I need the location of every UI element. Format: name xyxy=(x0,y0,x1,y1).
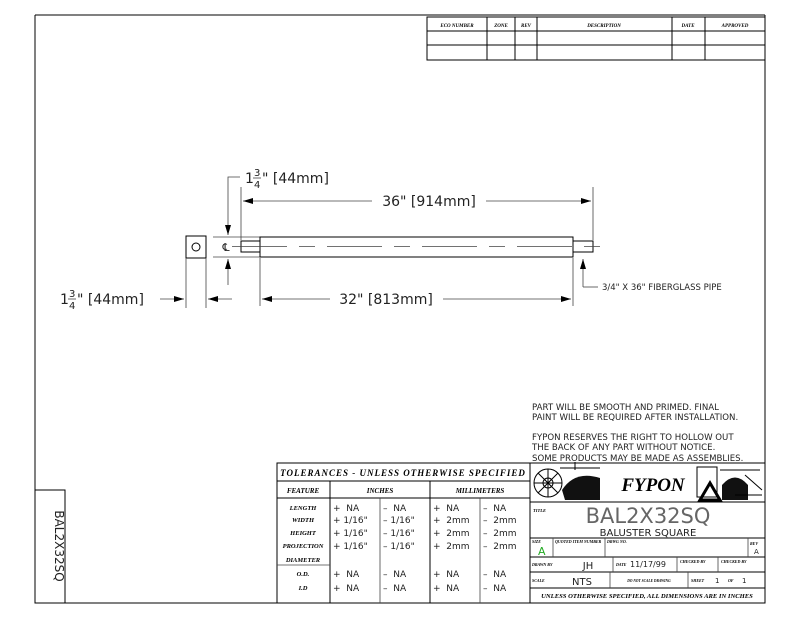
eco-header-eco-number: ECO NUMBER xyxy=(439,24,474,29)
drawn-by-value: JH xyxy=(582,561,593,572)
title-block: FYPON TITLE BAL2X32SQ BALUSTER SQUARE SI… xyxy=(529,462,766,604)
tolerance-mm-plus: + NA xyxy=(433,570,460,580)
svg-text:4: 4 xyxy=(69,301,75,312)
size-value: A xyxy=(538,545,546,558)
end-view-square xyxy=(185,235,207,259)
tolerance-in-minus: – NA xyxy=(383,584,407,594)
end-view-hole xyxy=(191,242,201,252)
drawn-by-label: DRAWN BY xyxy=(531,562,553,567)
height-dimension: 1 3 4 " [44mm] xyxy=(245,168,329,191)
note-line: THE BACK OF ANY PART WITHOUT NOTICE. xyxy=(531,443,715,453)
tolerance-in-minus: – NA xyxy=(383,570,407,580)
tolerance-mm-minus: – NA xyxy=(483,584,507,594)
checked-by-label: CHECKED BY xyxy=(721,559,747,564)
svg-text:4: 4 xyxy=(254,180,260,191)
notes: PART WILL BE SMOOTH AND PRIMED. FINAL PA… xyxy=(531,403,743,464)
tolerances-table: TOLERANCES - UNLESS OTHERWISE SPECIFIED … xyxy=(276,462,531,604)
tolerance-feature: WIDTH xyxy=(292,517,315,524)
part-number: BAL2X32SQ xyxy=(586,504,711,528)
do-not-scale-note: DO NOT SCALE DRAWING xyxy=(626,579,671,583)
width-dimension: 1 3 4 " [44mm] xyxy=(60,289,144,312)
diameter-label: DIAMETER xyxy=(285,557,321,564)
eco-header-approved: APPROVED xyxy=(721,24,749,29)
tolerance-in-minus: – NA xyxy=(383,504,407,514)
tolerance-feature: PROJECTION xyxy=(283,543,324,550)
side-part-number: BAL2X32SQ xyxy=(52,510,66,581)
fypon-logo-art-left xyxy=(533,462,600,500)
sheet-number: 1 xyxy=(715,577,719,585)
checked-by-label: CHECKED BY xyxy=(680,559,706,564)
tolerance-in-plus: + 1/16" xyxy=(333,529,368,539)
svg-text:3: 3 xyxy=(254,168,260,179)
svg-text:1: 1 xyxy=(60,292,69,308)
note-line: PAINT WILL BE REQUIRED AFTER INSTALLATIO… xyxy=(532,413,738,423)
tolerance-in-minus: – 1/16" xyxy=(383,542,415,552)
svg-text:1: 1 xyxy=(245,171,254,187)
tolerance-feature: I.D xyxy=(298,585,308,592)
scale-value: NTS xyxy=(572,577,592,588)
tolerance-mm-minus: – NA xyxy=(483,504,507,514)
centerline-symbol: ℄ xyxy=(221,241,229,254)
svg-text:3: 3 xyxy=(69,289,75,300)
tolerances-title: TOLERANCES - UNLESS OTHERWISE SPECIFIED xyxy=(280,468,526,478)
tolerance-mm-minus: – 2mm xyxy=(483,542,516,552)
rev-label: REV xyxy=(750,541,758,546)
tolerance-in-minus: – 1/16" xyxy=(383,529,415,539)
scale-label: SCALE xyxy=(532,578,545,583)
title-label: TITLE xyxy=(533,508,546,513)
tolerance-mm-plus: + 2mm xyxy=(433,529,470,539)
header-inches: INCHES xyxy=(366,487,394,495)
note-line: SOME PRODUCTS MAY BE MADE AS ASSEMBLIES. xyxy=(532,454,743,464)
header-millimeters: MILLIMETERS xyxy=(455,487,505,495)
tolerance-in-plus: + NA xyxy=(333,570,360,580)
sheet-label: SHEET xyxy=(691,578,705,583)
svg-text:" [44mm]: " [44mm] xyxy=(77,292,144,308)
tolerance-mm-minus: – NA xyxy=(483,570,507,580)
baluster-body xyxy=(259,236,574,258)
tolerance-in-plus: + NA xyxy=(333,584,360,594)
tolerance-in-minus: – 1/16" xyxy=(383,516,415,526)
of-label: OF xyxy=(728,578,734,583)
tolerance-feature: LENGTH xyxy=(289,505,318,512)
eco-header-date: DATE xyxy=(680,24,695,29)
note-line: FYPON RESERVES THE RIGHT TO HOLLOW OUT xyxy=(532,433,734,443)
tolerance-mm-plus: + 2mm xyxy=(433,542,470,552)
tolerance-mm-plus: + NA xyxy=(433,504,460,514)
dimensions-footer: UNLESS OTHERWISE SPECIFIED, ALL DIMENSIO… xyxy=(541,593,753,600)
eco-header-rev: REV xyxy=(521,24,532,29)
tolerance-mm-minus: – 2mm xyxy=(483,516,516,526)
svg-text:" [44mm]: " [44mm] xyxy=(262,171,329,187)
date-value: 11/17/99 xyxy=(630,560,666,569)
rev-value: A xyxy=(754,548,759,556)
tolerance-mm-plus: + NA xyxy=(433,584,460,594)
tolerance-mm-plus: + 2mm xyxy=(433,516,470,526)
part-name: BALUSTER SQUARE xyxy=(600,528,697,539)
overall-length-dimension: 36" [914mm] xyxy=(382,194,476,210)
note-line: PART WILL BE SMOOTH AND PRIMED. FINAL xyxy=(532,403,719,413)
tolerance-feature: HEIGHT xyxy=(289,530,317,537)
body-length-dimension: 32" [813mm] xyxy=(339,292,433,308)
tolerance-mm-minus: – 2mm xyxy=(483,529,516,539)
eco-revision-table: ECO NUMBER ZONE REV DESCRIPTION DATE APP… xyxy=(426,16,766,61)
eco-header-zone: ZONE xyxy=(493,24,508,29)
pipe-callout: 3/4" X 36" FIBERGLASS PIPE xyxy=(602,283,722,293)
sheet-total: 1 xyxy=(742,577,746,585)
eco-header-description: DESCRIPTION xyxy=(586,24,621,29)
tolerance-feature: O.D. xyxy=(297,571,310,578)
date-label: DATE xyxy=(615,562,627,567)
side-label-box: BAL2X32SQ xyxy=(34,489,66,604)
tolerance-in-plus: + NA xyxy=(333,504,360,514)
baluster-drawing: ℄ 36" [914mm] 32" [813mm] 1 3 4 " [44mm] xyxy=(60,168,722,312)
tolerance-in-plus: + 1/16" xyxy=(333,542,368,552)
fypon-logo: FYPON xyxy=(620,475,686,496)
tolerance-in-plus: + 1/16" xyxy=(333,516,368,526)
fypon-logo-art-right xyxy=(696,466,763,502)
quoted-item-label: QUOTED ITEM NUMBER xyxy=(555,539,602,544)
drawing-number-label: DRWG NO. xyxy=(606,539,627,544)
header-feature: FEATURE xyxy=(287,487,320,495)
size-label: SIZE xyxy=(532,539,541,544)
